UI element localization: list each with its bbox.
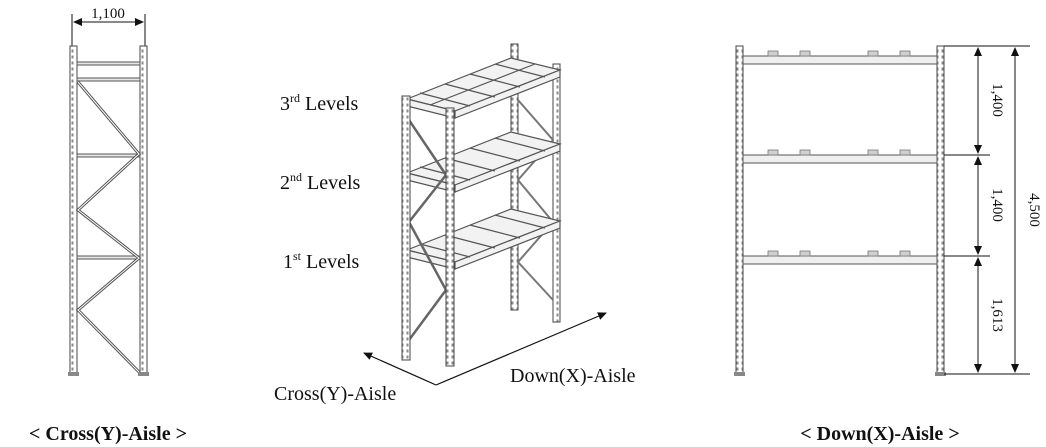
- down-left-upright: [735, 45, 744, 375]
- isometric-view: 3rd Levels 2nd Levels 1st Levels Down(X)…: [274, 43, 636, 405]
- left-foot: [68, 372, 79, 376]
- cross-horizontals: [76, 61, 141, 260]
- cross-bracing: [75, 81, 142, 374]
- down-beams: [742, 55, 938, 265]
- cross-width-label: 1,100: [91, 6, 125, 22]
- dim-total-height: 4,500: [1026, 193, 1042, 227]
- level-2-label: 2nd Levels: [280, 170, 361, 194]
- dim-level-3: 1,400: [989, 83, 1005, 117]
- right-foot: [138, 372, 149, 376]
- down-right-upright: [936, 45, 945, 375]
- iso-level-3: [405, 57, 562, 119]
- dim-level-2: 1,400: [989, 188, 1005, 222]
- front-left-upright: [401, 95, 411, 361]
- iso-level-2: [405, 131, 562, 193]
- back-right-upright: [552, 63, 561, 323]
- down-aisle-caption: < Down(X)-Aisle >: [800, 423, 959, 445]
- cross-aisle-view: 1,100 < Cross(Y)-Aisle >: [29, 6, 187, 445]
- level-1-label: 1st Levels: [283, 249, 360, 273]
- down-dimensions: [944, 45, 1030, 375]
- front-right-upright: [445, 107, 455, 367]
- cross-aisle-caption: < Cross(Y)-Aisle >: [29, 423, 187, 445]
- cross-width-dimension: 1,100: [71, 6, 146, 46]
- down-aisle-label: Down(X)-Aisle: [510, 365, 636, 387]
- down-aisle-view: 1,400 1,400 1,613 4,500 < Down(X)-Aisle …: [734, 45, 1042, 445]
- back-left-upright: [510, 43, 519, 311]
- right-upright: [139, 45, 148, 375]
- level-3-label: 3rd Levels: [280, 91, 359, 115]
- dim-level-1: 1,613: [989, 298, 1005, 332]
- direction-arrows: [363, 312, 607, 386]
- cross-aisle-label: Cross(Y)-Aisle: [274, 383, 396, 405]
- iso-front-bracing: [407, 119, 448, 341]
